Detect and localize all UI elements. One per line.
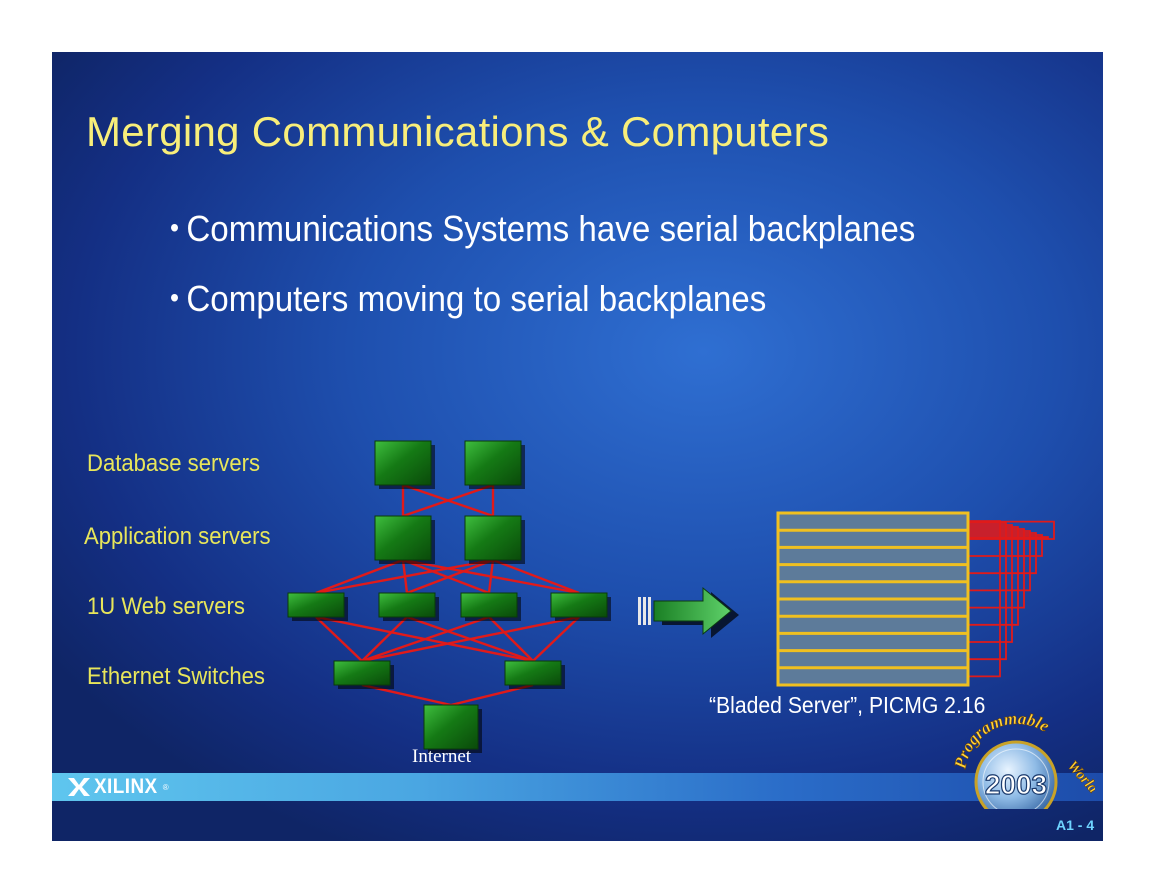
- node-box: [464, 515, 522, 561]
- blade-slot: [780, 549, 966, 563]
- server-nodes: [287, 440, 611, 753]
- node-box: [550, 592, 608, 618]
- backplane-link: [968, 532, 1037, 575]
- blade-slot: [780, 635, 966, 649]
- xilinx-x-icon: [68, 778, 90, 796]
- network-link: [532, 616, 580, 662]
- web-server: [287, 592, 348, 621]
- bullet-text: Communications Systems have serial backp…: [186, 208, 916, 249]
- internet-node: [423, 704, 482, 753]
- xilinx-registered-mark: ®: [162, 782, 169, 792]
- tier-label-switches: Ethernet Switches: [87, 663, 265, 690]
- web-server: [550, 592, 611, 621]
- blade-slot: [780, 652, 966, 666]
- bladed-server-chassis: [776, 511, 1055, 687]
- blade-slot: [780, 532, 966, 546]
- network-link: [487, 559, 495, 594]
- blade-slot: [780, 515, 966, 529]
- bullet-item: •Communications Systems have serial back…: [170, 208, 915, 250]
- network-link: [361, 616, 408, 662]
- network-link: [492, 558, 580, 595]
- arrow-icon: [638, 586, 739, 638]
- event-logo-year: 2003: [985, 769, 1047, 800]
- web-server: [378, 592, 439, 621]
- node-box: [464, 440, 522, 486]
- node-box: [423, 704, 479, 750]
- web-server: [460, 592, 521, 621]
- network-diagram: [287, 440, 1055, 753]
- event-logo-side-text: World: [1064, 758, 1095, 797]
- network-link: [402, 483, 494, 518]
- backplane-link: [968, 530, 1031, 592]
- blade-slot: [780, 669, 966, 683]
- bullet-dot-icon: •: [170, 282, 180, 313]
- backplane-link: [968, 520, 1001, 678]
- footer-bar: [52, 773, 1103, 801]
- backplane-link: [968, 526, 1019, 626]
- database-server: [374, 440, 435, 489]
- network-link: [402, 558, 490, 595]
- application-server: [464, 515, 525, 564]
- blade-slot: [780, 583, 966, 597]
- tier-label-web: 1U Web servers: [87, 593, 245, 620]
- bladed-server-label: “Bladed Server”, PICMG 2.16: [709, 692, 986, 718]
- node-box: [378, 592, 436, 618]
- tier-label-database: Database servers: [87, 450, 261, 477]
- backplane-link: [968, 536, 1049, 540]
- xilinx-logo: XILINX ®: [68, 775, 169, 799]
- ethernet-switch: [504, 660, 565, 689]
- network-link: [315, 558, 404, 595]
- node-box: [504, 660, 562, 686]
- backplane-link: [968, 522, 1007, 661]
- database-server: [464, 440, 525, 489]
- node-box: [287, 592, 345, 618]
- backplane-link: [968, 534, 1043, 557]
- network-link: [361, 615, 580, 663]
- internet-label: Internet: [412, 746, 472, 767]
- bullet-dot-icon: •: [170, 212, 180, 243]
- network-link: [315, 558, 494, 595]
- xilinx-logo-text: XILINX: [94, 775, 158, 798]
- application-server: [374, 515, 435, 564]
- network-links: [315, 483, 580, 707]
- network-link: [315, 616, 363, 662]
- bullet-item: •Computers moving to serial backplanes: [170, 278, 766, 320]
- bullet-text: Computers moving to serial backplanes: [186, 278, 767, 319]
- network-link: [488, 616, 534, 662]
- backplane-link: [968, 524, 1013, 643]
- slide: Merging Communications & Computers •Comm…: [52, 52, 1103, 841]
- node-box: [333, 660, 391, 686]
- node-box: [374, 440, 432, 486]
- blade-slot: [780, 566, 966, 580]
- blade-slot: [780, 601, 966, 615]
- slide-number: A1 - 4: [1056, 817, 1095, 833]
- network-link: [361, 615, 490, 663]
- slide-title: Merging Communications & Computers: [86, 108, 830, 155]
- network-link: [406, 558, 494, 595]
- programmable-world-logo: Programmable World 2003: [950, 708, 1095, 809]
- tier-label-application: Application servers: [84, 523, 271, 550]
- node-box: [460, 592, 518, 618]
- backplane-link: [968, 528, 1025, 609]
- ethernet-switch: [333, 660, 394, 689]
- blade-slot: [780, 618, 966, 632]
- node-box: [374, 515, 432, 561]
